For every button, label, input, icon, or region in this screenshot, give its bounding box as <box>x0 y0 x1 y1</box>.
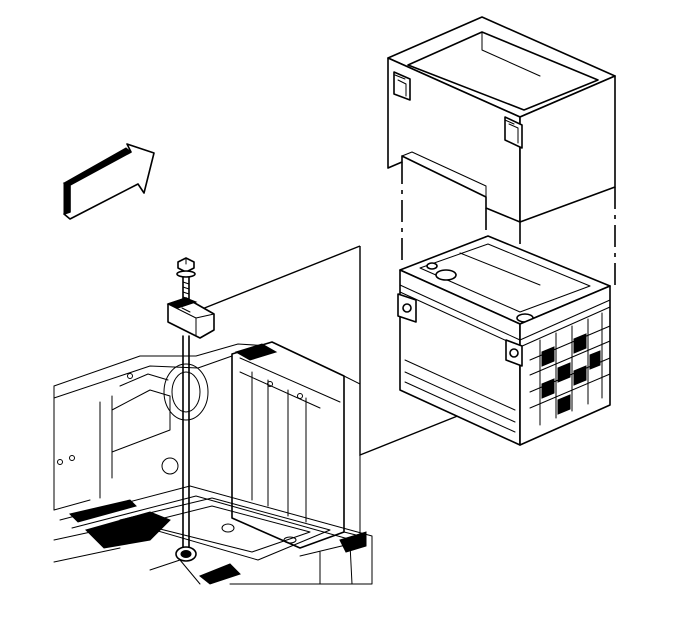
hold-down-bolt <box>176 257 196 301</box>
battery-terminal-right <box>505 339 523 367</box>
battery <box>397 235 611 446</box>
battery-insulator-sleeve <box>387 16 616 223</box>
direction-arrow <box>62 143 155 220</box>
battery-terminal-left <box>397 293 417 323</box>
bolt-guide-line <box>182 335 190 553</box>
vehicle-body-structure <box>53 341 373 585</box>
battery-cell-grid <box>529 312 611 426</box>
hold-down-retainer <box>166 297 215 339</box>
